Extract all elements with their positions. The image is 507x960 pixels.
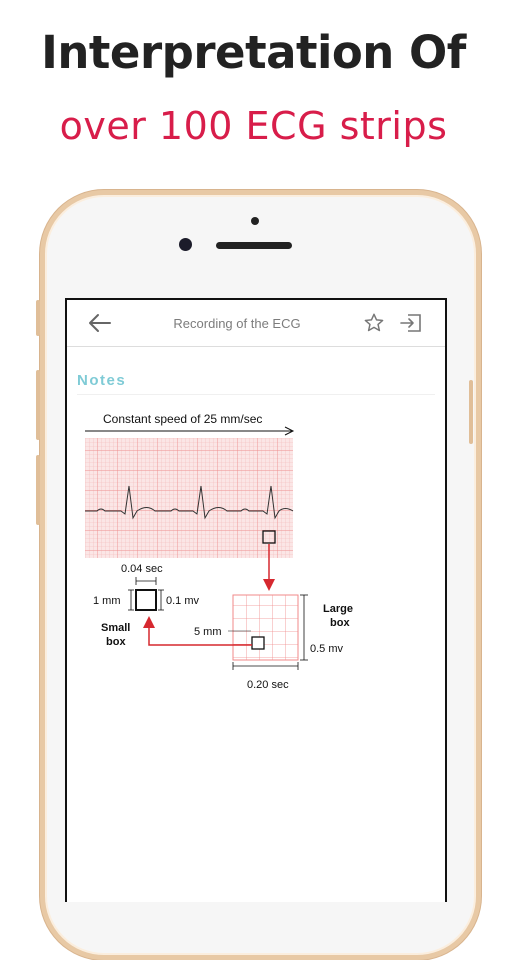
speed-arrowhead (284, 426, 295, 436)
phone-power-button (469, 380, 473, 444)
app-screen: Recording of the ECG Notes (65, 298, 447, 902)
promo-headline: Interpretation Of (41, 26, 466, 79)
large-box-label-1: Large (323, 603, 353, 615)
speed-label: Constant speed of 25 mm/sec (103, 412, 262, 426)
phone-speaker (216, 242, 292, 249)
large-box-height-label: 5 mm (194, 626, 222, 638)
strip-highlight-box (262, 530, 276, 544)
large-box-border (232, 594, 299, 661)
phone-mute-switch (36, 300, 40, 336)
arrow-left-icon[interactable] (87, 312, 113, 334)
ecg-trace (85, 485, 294, 520)
ecg-strip-grid (85, 438, 293, 558)
small-box-label-2: box (106, 636, 126, 648)
star-outline-icon[interactable] (363, 312, 385, 334)
small-box (135, 589, 157, 611)
app-bar: Recording of the ECG (67, 300, 445, 347)
large-box-grid (233, 595, 298, 660)
small-box-voltage-label: 0.1 mv (166, 595, 200, 607)
small-box-time-label: 0.04 sec (121, 563, 163, 575)
phone-camera (179, 238, 192, 251)
large-box-time-label: 0.20 sec (247, 679, 289, 691)
large-box-inner-small (251, 636, 265, 650)
large-to-small-arrow (143, 616, 252, 646)
sign-out-icon[interactable] (399, 312, 423, 334)
section-divider (77, 394, 435, 395)
small-box-label-1: Small (101, 622, 130, 634)
promo-subheadline: over 100 ECG strips (59, 104, 448, 148)
phone-volume-down (36, 455, 40, 525)
large-box-voltage-label: 0.5 mv (310, 643, 344, 655)
phone-volume-up (36, 370, 40, 440)
ecg-diagram-svg: Constant speed of 25 mm/sec 0.20 s (85, 412, 353, 691)
small-box-height-label: 1 mm (93, 595, 121, 607)
large-box-label-2: box (330, 617, 350, 629)
section-label-notes: Notes (77, 372, 127, 389)
ecg-paper-diagram: Constant speed of 25 mm/sec 0.20 s (77, 410, 366, 695)
phone-sensor (251, 217, 259, 225)
screen-title: Recording of the ECG (173, 316, 301, 331)
